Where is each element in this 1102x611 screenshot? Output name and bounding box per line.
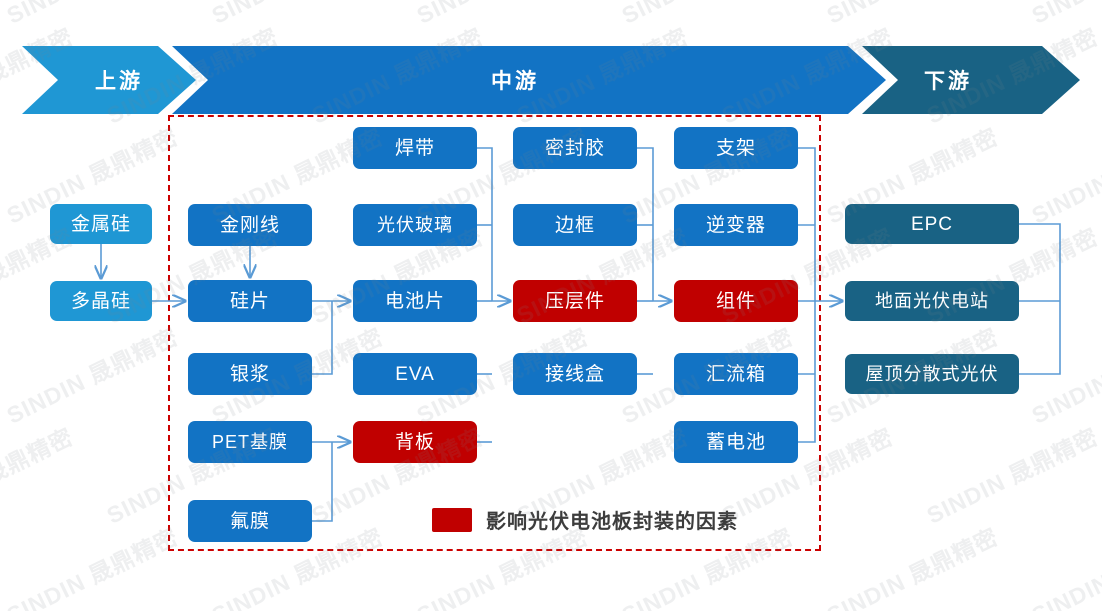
node-label: EVA bbox=[395, 363, 435, 385]
node-metal-silicon[interactable]: 金属硅 bbox=[50, 204, 152, 244]
midstream-dashed-region bbox=[168, 115, 821, 551]
node-label: 组件 bbox=[715, 290, 756, 312]
node-label: 电池片 bbox=[384, 290, 445, 312]
node-label: 蓄电池 bbox=[705, 431, 766, 453]
node-label: 银浆 bbox=[229, 363, 270, 385]
value-chain-banner bbox=[22, 46, 1080, 114]
node-label: 屋顶分散式光伏 bbox=[865, 364, 999, 384]
node-silicon-wafer[interactable]: 硅片 bbox=[188, 280, 312, 322]
node-sealant[interactable]: 密封胶 bbox=[513, 127, 637, 169]
node-label: 逆变器 bbox=[705, 214, 766, 236]
legend-label: 影响光伏电池板封装的因素 bbox=[486, 511, 738, 533]
banner-segment-downstream[interactable] bbox=[862, 46, 1080, 114]
node-label: 支架 bbox=[715, 137, 756, 159]
node-label: 压层件 bbox=[544, 290, 605, 312]
node-fluorine-film[interactable]: 氟膜 bbox=[188, 500, 312, 542]
node-label: 密封胶 bbox=[544, 137, 605, 159]
banner-label-upstream: 上游 bbox=[95, 70, 143, 93]
node-label: 金刚线 bbox=[219, 214, 280, 236]
banner-label-midstream: 中游 bbox=[491, 70, 539, 93]
node-solar-cell[interactable]: 电池片 bbox=[353, 280, 477, 322]
node-solder-ribbon[interactable]: 焊带 bbox=[353, 127, 477, 169]
conn-storagebattery-bus bbox=[798, 301, 816, 443]
legend-swatch-red bbox=[432, 507, 472, 532]
node-label: 金属硅 bbox=[70, 213, 131, 235]
node-eva[interactable]: EVA bbox=[353, 353, 477, 395]
banner-segment-upstream[interactable] bbox=[22, 46, 196, 114]
node-label: EPC bbox=[910, 213, 954, 235]
node-frame[interactable]: 边框 bbox=[513, 204, 637, 246]
conn-sealant-bus bbox=[637, 147, 654, 301]
node-storage-battery[interactable]: 蓄电池 bbox=[674, 421, 798, 463]
conn-downstream-collector bbox=[1019, 223, 1061, 375]
node-pet-base-film[interactable]: PET基膜 bbox=[188, 421, 312, 463]
conn-silverpaste-bus bbox=[312, 301, 333, 375]
node-module[interactable]: 组件 bbox=[674, 280, 798, 322]
node-junction-box[interactable]: 接线盒 bbox=[513, 353, 637, 395]
legend: 影响光伏电池板封装的因素 bbox=[432, 505, 738, 534]
node-polysilicon[interactable]: 多晶硅 bbox=[50, 281, 152, 321]
conn-fluorinefilm-bus bbox=[312, 442, 333, 522]
node-label: 多晶硅 bbox=[70, 290, 131, 312]
node-diamond-wire[interactable]: 金刚线 bbox=[188, 204, 312, 246]
node-ground-pv-station[interactable]: 地面光伏电站 bbox=[845, 281, 1019, 321]
node-label: PET基膜 bbox=[211, 432, 288, 452]
node-epc[interactable]: EPC bbox=[845, 204, 1019, 244]
node-label: 背板 bbox=[394, 431, 435, 453]
node-label: 接线盒 bbox=[544, 363, 605, 385]
node-label: 地面光伏电站 bbox=[875, 291, 989, 311]
node-bracket[interactable]: 支架 bbox=[674, 127, 798, 169]
conn-bracket-bus bbox=[798, 147, 816, 301]
node-laminate[interactable]: 压层件 bbox=[513, 280, 637, 322]
node-label: 汇流箱 bbox=[705, 363, 766, 385]
conn-solderribbon-bus bbox=[477, 147, 493, 301]
node-combiner-box[interactable]: 汇流箱 bbox=[674, 353, 798, 395]
node-backsheet[interactable]: 背板 bbox=[353, 421, 477, 463]
node-pv-glass[interactable]: 光伏玻璃 bbox=[353, 204, 477, 246]
node-rooftop-distributed-pv[interactable]: 屋顶分散式光伏 bbox=[845, 354, 1019, 394]
node-label: 边框 bbox=[554, 214, 595, 236]
banner-label-downstream: 下游 bbox=[924, 70, 972, 93]
node-silver-paste[interactable]: 银浆 bbox=[188, 353, 312, 395]
node-label: 光伏玻璃 bbox=[377, 215, 453, 235]
node-label: 硅片 bbox=[229, 290, 270, 312]
banner-segment-midstream[interactable] bbox=[172, 46, 886, 114]
node-label: 氟膜 bbox=[229, 510, 270, 532]
node-inverter[interactable]: 逆变器 bbox=[674, 204, 798, 246]
node-label: 焊带 bbox=[394, 137, 435, 159]
